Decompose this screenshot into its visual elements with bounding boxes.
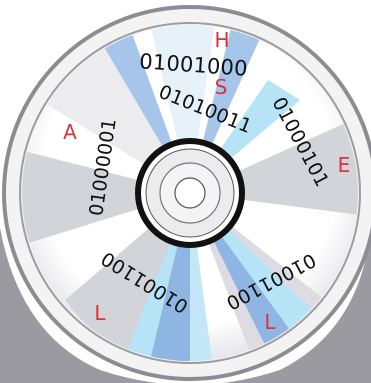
grey-sector-left: [22, 150, 190, 245]
letter-e: E: [338, 153, 351, 177]
letter-s: S: [215, 75, 228, 99]
letter-l-right: L: [264, 310, 276, 334]
letter-a: A: [63, 120, 77, 144]
letter-l-left: L: [94, 301, 106, 325]
blue-beam-top-center: [150, 25, 215, 193]
disc-rim-inner-line: [19, 22, 361, 364]
disc-bottom-shadow: [0, 228, 371, 383]
letter-h: H: [214, 28, 229, 52]
hub-center-hole: [174, 177, 206, 209]
